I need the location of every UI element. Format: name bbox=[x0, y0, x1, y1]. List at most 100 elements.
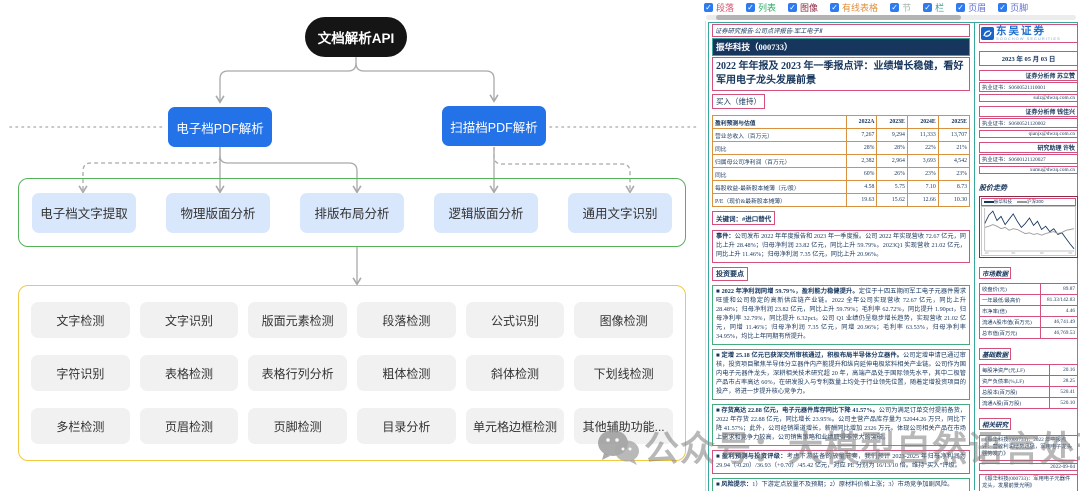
bullet-body: 公司定增申请已通过审核，投资项目聚焦半导体分立器件内产能提升和纵向延伸电极浆料相… bbox=[716, 351, 966, 395]
chart-legend-label: 振华科技 bbox=[994, 198, 1012, 204]
checkbox-icon[interactable]: ✓ bbox=[923, 3, 933, 12]
forecast-table-cell: 22% bbox=[906, 141, 939, 155]
chart-legend-item: 沪深300 bbox=[1017, 199, 1044, 205]
document-viewer: ✓段落✓列表✓图像✓有线表格✓节✓栏✓页眉✓页脚 证券研究报告·公司点评报告·军… bbox=[700, 0, 1080, 491]
market-data-cell: 46,741.49 bbox=[1040, 315, 1078, 328]
market-data-cell: 4.46 bbox=[1040, 304, 1078, 317]
base-data-heading: 基础数据 bbox=[979, 347, 1011, 360]
base-data-row: 资产负债率(%,LF)28.25 bbox=[979, 374, 1079, 387]
toolbar-toggle-段落[interactable]: ✓段落 bbox=[704, 1, 734, 14]
toolbar-toggle-label: 有线表格 bbox=[842, 3, 879, 13]
checkbox-icon[interactable]: ✓ bbox=[890, 3, 900, 12]
checkbox-icon[interactable]: ✓ bbox=[956, 3, 966, 12]
base-data-cell: 520.41 bbox=[1048, 385, 1079, 398]
base-data-cell: 20.16 bbox=[1048, 363, 1079, 376]
toolbar-toggle-有线表格[interactable]: ✓有线表格 bbox=[830, 1, 878, 14]
forecast-table-cell: 21% bbox=[937, 141, 971, 155]
document-page: 证券研究报告·公司点评报告·军工电子Ⅱ 振华科技（000733） 2022 年年… bbox=[705, 21, 1080, 491]
market-data-row: 流通A股市值(百万元)46,741.49 bbox=[978, 315, 1078, 328]
annotation-toolbar: ✓段落✓列表✓图像✓有线表格✓节✓栏✓页眉✓页脚 bbox=[704, 1, 1080, 14]
analyst-cert: 执业证书：S0600521120002 bbox=[979, 118, 1078, 128]
market-data-cell: 46,769.53 bbox=[1040, 326, 1078, 339]
bullet-body: 公司为满足订单交付提前备货，2022 年存货 22.88 亿元，同比增长 23.… bbox=[716, 406, 967, 441]
capability-box: 多栏检测 bbox=[31, 408, 130, 444]
event-label: 事件： bbox=[716, 233, 735, 240]
toolbar-toggle-label: 图像 bbox=[800, 3, 819, 13]
bullet-body: 定位于十四五期间军工电子元器件需求旺盛和公司稳定的高新供应链产业链。2022 全… bbox=[716, 287, 967, 340]
forecast-table-cell: P/E（现价&最新股本摊薄） bbox=[712, 193, 847, 207]
chart-series-line bbox=[984, 209, 1075, 249]
base-data-cell: 520.10 bbox=[1048, 396, 1079, 409]
toolbar-toggle-页脚[interactable]: ✓页脚 bbox=[998, 1, 1028, 14]
report-main-column: 证券研究报告·公司点评报告·军工电子Ⅱ 振华科技（000733） 2022 年年… bbox=[712, 24, 971, 491]
checkbox-icon[interactable]: ✓ bbox=[746, 3, 756, 12]
checkbox-icon[interactable]: ✓ bbox=[704, 3, 713, 12]
capability-box: 字符识别 bbox=[31, 355, 130, 391]
bullet-marker: ■ bbox=[716, 287, 722, 295]
capability-box: 图像检测 bbox=[574, 302, 673, 338]
analyst-email: sulz@dwzq.com.cn bbox=[979, 93, 1078, 102]
scrollbar-thumb[interactable] bbox=[716, 15, 961, 20]
capability-box: 斜体检测 bbox=[465, 355, 565, 391]
toolbar-toggle-节[interactable]: ✓节 bbox=[890, 1, 911, 14]
forecast-table-header-cell: 2025E bbox=[937, 115, 971, 129]
analysis-module-box: 物理版面分析 bbox=[166, 192, 270, 233]
forecast-table-cell: 营业总收入（百万元） bbox=[712, 128, 847, 142]
checkbox-icon[interactable]: ✓ bbox=[788, 3, 798, 12]
related-research-list: 《振华科技(000733)：2022 年中报点评：营收利润增势迅猛，军用电子龙头… bbox=[979, 434, 1078, 491]
forecast-table-cell: 2,964 bbox=[876, 154, 908, 168]
bullet-marker: ■ bbox=[716, 480, 722, 488]
forecast-table-cell: 13,707 bbox=[937, 128, 971, 142]
market-data-cell: 收盘价(元) bbox=[978, 282, 1042, 295]
chart-legend: 振华科技 沪深300 bbox=[981, 197, 1076, 206]
base-data-row: 流通A股(百万股)520.10 bbox=[979, 396, 1079, 409]
bullet-marker: ■ bbox=[716, 406, 722, 414]
rating-label: 买入（维持） bbox=[712, 94, 765, 109]
capability-box: 文字识别 bbox=[139, 302, 239, 338]
bullet-title: 存货高达 22.88 亿元，电子元器件库存同比下降 41.57%。 bbox=[721, 406, 879, 414]
toolbar-toggle-图像[interactable]: ✓图像 bbox=[788, 1, 818, 14]
bullet-title: 盈利预测与投资评级： bbox=[721, 452, 787, 460]
scanned-pdf-node: 扫描档PDF解析 bbox=[442, 106, 546, 146]
capability-box: 其他辅助功能... bbox=[574, 408, 673, 444]
chart-legend-item: 振华科技 bbox=[984, 199, 1012, 205]
toolbar-toggle-label: 节 bbox=[902, 3, 912, 13]
chart-legend-label: 沪深300 bbox=[1027, 198, 1044, 204]
report-bullet: ■ 2022 年净利润同增 59.79%，盈利能力稳健提升。定位于十四五期间军工… bbox=[712, 284, 970, 345]
bullet-body: 考虑下游装备的放量节奏，我们预计 2023-2025 年归母净利润为 29.94… bbox=[716, 452, 966, 469]
horizontal-scrollbar[interactable] bbox=[706, 15, 1076, 20]
toolbar-toggle-列表[interactable]: ✓列表 bbox=[746, 1, 776, 14]
market-data-cell: 一年最低/最高价 bbox=[978, 293, 1042, 306]
chart-series-line bbox=[984, 223, 1075, 236]
forecast-table-cell: 19.63 bbox=[845, 193, 878, 207]
forecast-table-cell: 9,294 bbox=[876, 128, 908, 142]
toolbar-toggle-页眉[interactable]: ✓页眉 bbox=[956, 1, 986, 14]
bullet-marker: ■ bbox=[716, 351, 722, 359]
chart-legend-swatch bbox=[984, 200, 994, 203]
brand-block: 东吴证券 SOOCHOW SECURITIES bbox=[979, 24, 1078, 43]
capability-box: 页眉检测 bbox=[139, 408, 239, 444]
capability-box: 版面元素检测 bbox=[248, 302, 347, 338]
forecast-table-header-cell: 盈利预测与估值 bbox=[712, 115, 847, 129]
forecast-table-cell: 2,382 bbox=[845, 154, 878, 168]
soochow-logo-icon bbox=[981, 26, 994, 40]
capability-box: 下划线检测 bbox=[574, 355, 673, 391]
bullet-title: 定增 25.18 亿元已获深交所审核通过，积极布局半导体分立器件。 bbox=[721, 351, 903, 359]
base-data-cell: 每股净资产(元,LF) bbox=[979, 363, 1050, 376]
checkbox-icon[interactable]: ✓ bbox=[830, 3, 840, 12]
checkbox-icon[interactable]: ✓ bbox=[998, 3, 1008, 12]
analysis-module-box: 排版布局分析 bbox=[300, 192, 404, 233]
report-bullet: ■ 风险提示：1）下游定点放量不及预期；2）原材料价格上涨；3）市场竞争加剧风险… bbox=[712, 477, 970, 491]
forecast-table-cell: 15.62 bbox=[876, 193, 908, 207]
forecast-table-cell: 4.58 bbox=[845, 180, 878, 194]
bullet-title: 2022 年净利润同增 59.79%，盈利能力稳健提升。 bbox=[721, 287, 859, 295]
toolbar-toggle-栏[interactable]: ✓栏 bbox=[923, 1, 944, 14]
brand-name: 东吴证券 bbox=[996, 25, 1046, 37]
